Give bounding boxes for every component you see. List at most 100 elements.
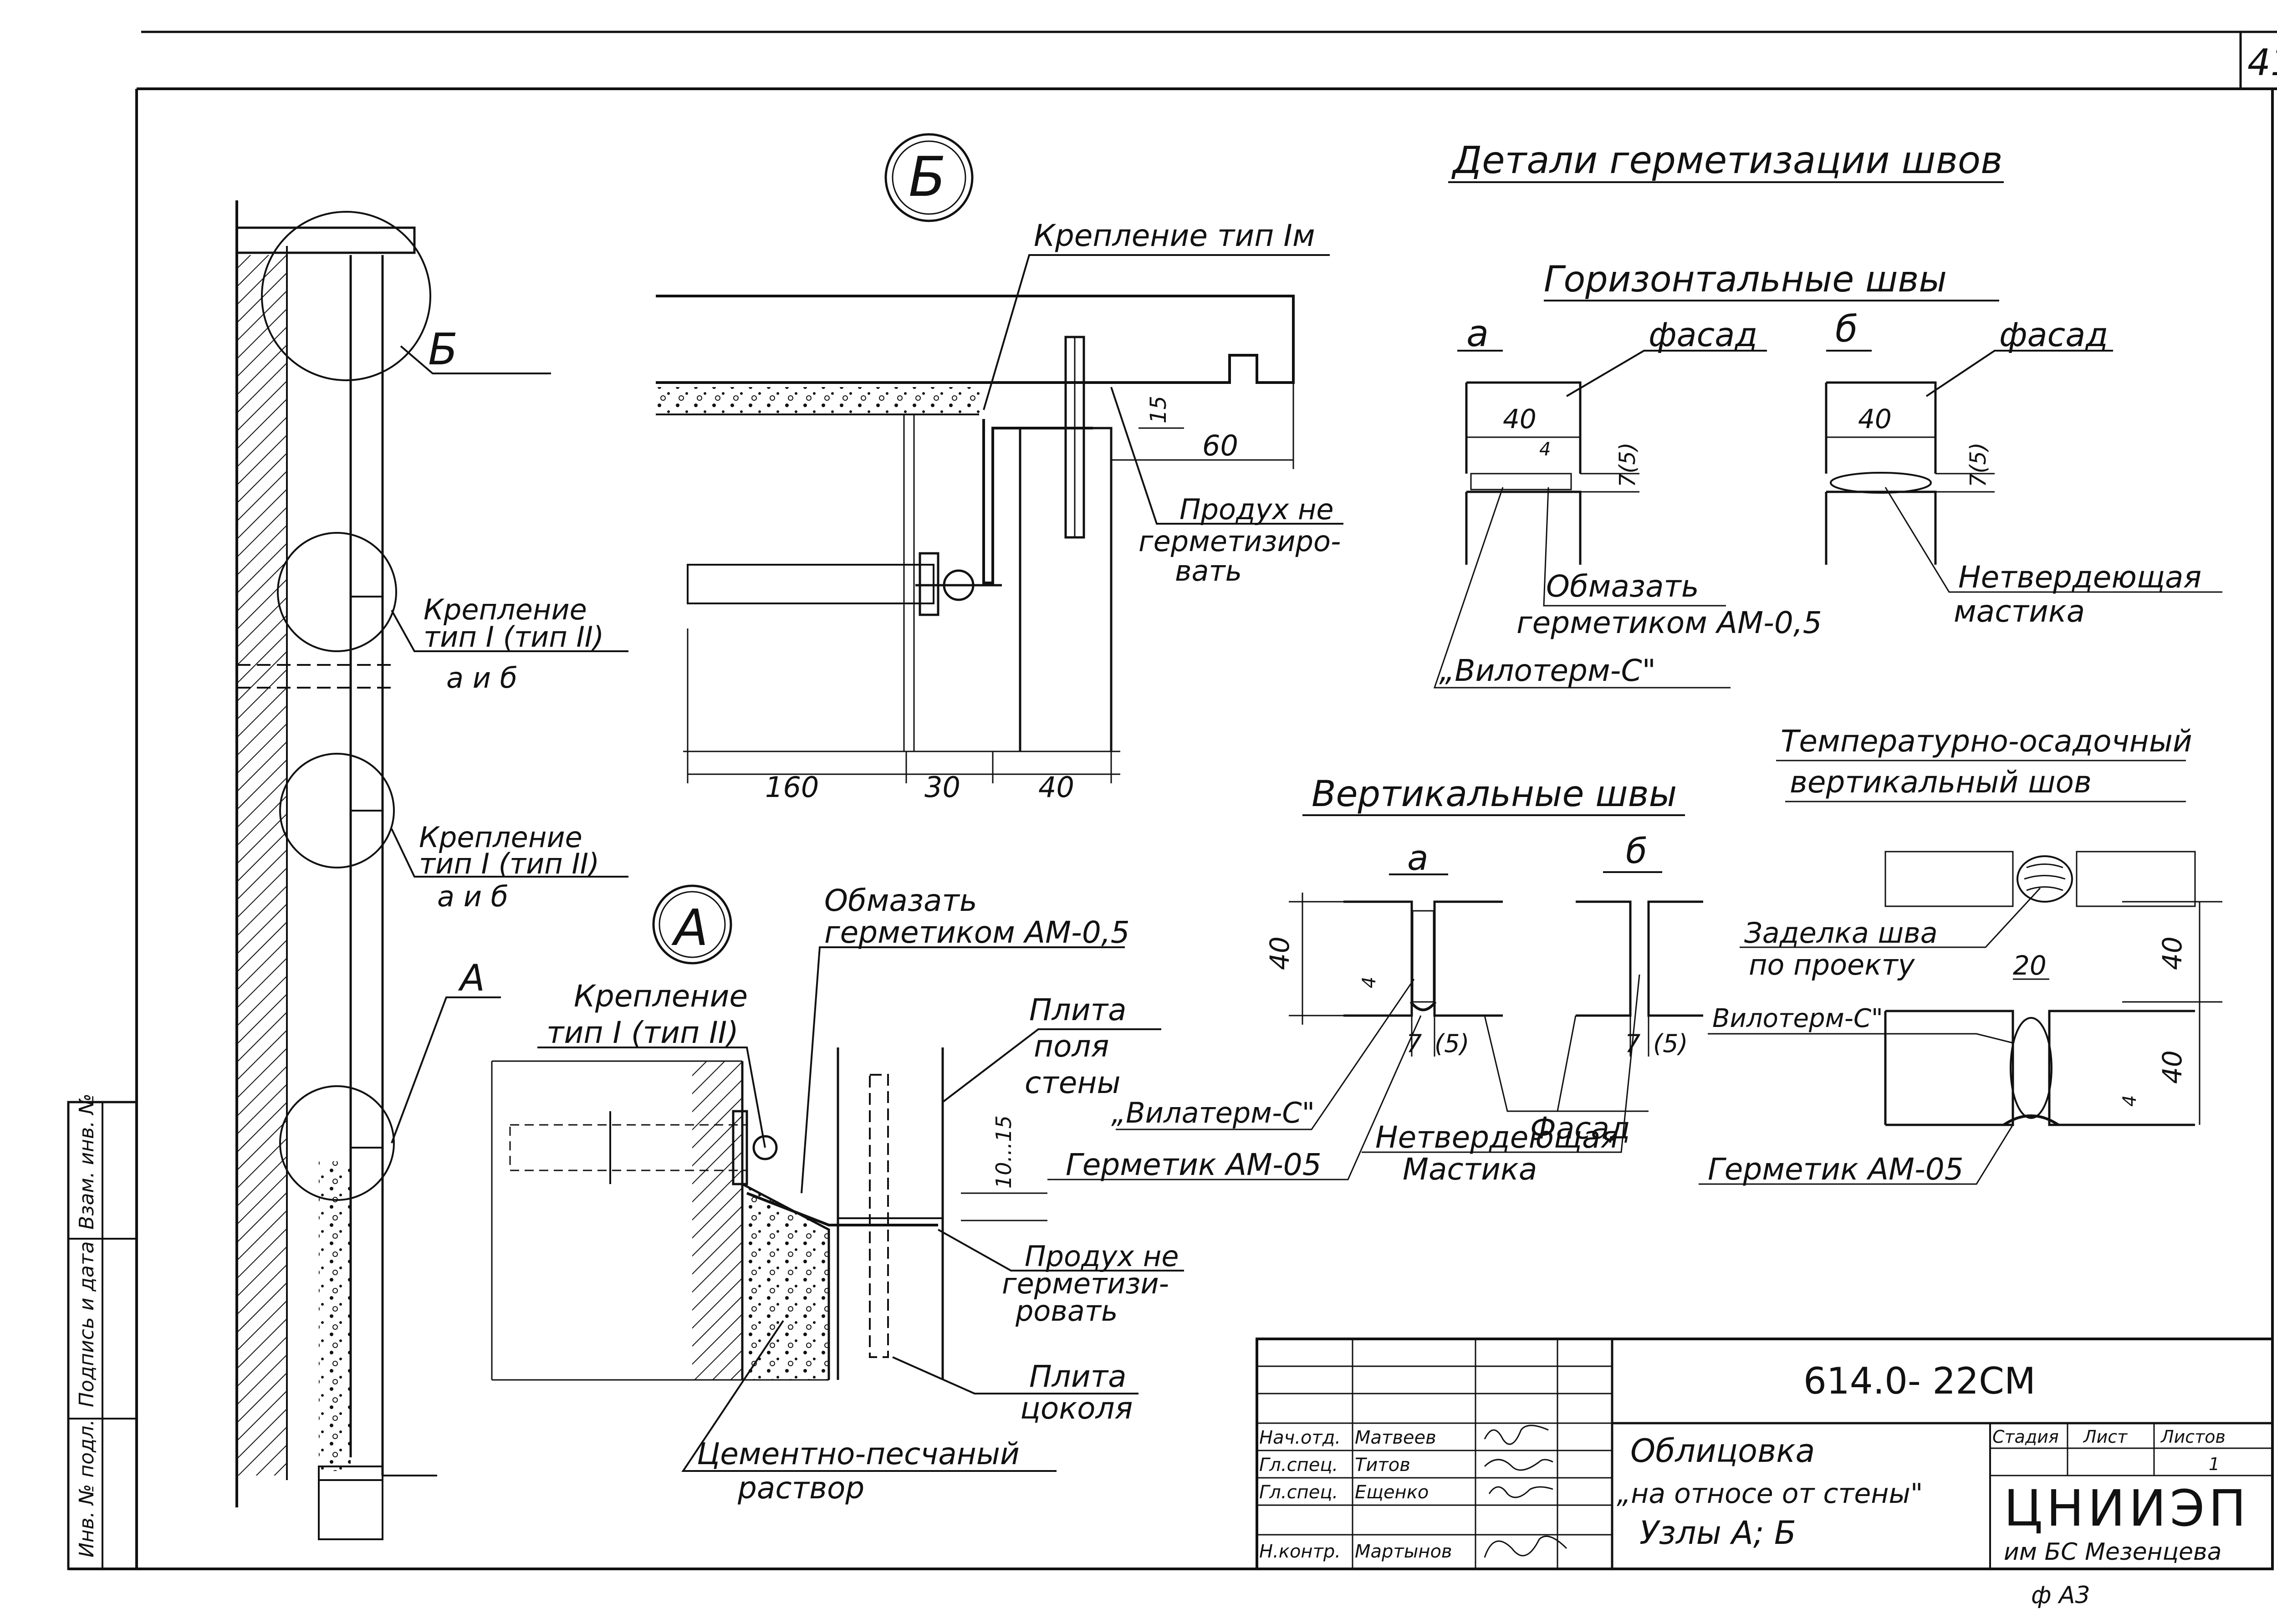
temp-dim-20: 20 [2013,950,2047,981]
stamp-inv-podl: Инв. № подл. [75,1419,98,1558]
node-b-detail: Б 160 30 40 60 15 [656,133,1343,804]
paper-format: ф А3 [2031,1582,2090,1609]
v-sealant: Герметик АМ-05 [1066,1147,1322,1182]
desc-3: Узлы А; Б [1639,1514,1796,1552]
node-b-dim-160: 160 [765,771,819,804]
side-stamp: Инв. № подл. Подпись и дата Взам. инв. № [67,1093,138,1570]
name-3: Ещенко [1355,1482,1429,1503]
h-coat-1: Обмазать [1546,569,1699,604]
org-name: ЦНИИЭП [2004,1479,2250,1537]
horizontal-var-b: б [1835,308,1858,350]
node-b-dim-60: 60 [1202,429,1238,462]
h-a-dim-40: 40 [1503,403,1537,434]
temp-joint: Температурно-осадочный вертикальный шов … [1699,724,2222,1187]
sheet-header: Лист [2083,1427,2128,1447]
role-3: Гл.спец. [1259,1482,1338,1503]
temp-vilaterm: Вилотерм-С" [1712,1004,1883,1033]
node-a-mount-1: Крепление [574,979,748,1014]
org-sub: им БС Мезенцева [2004,1538,2221,1566]
temp-title-1: Температурно-осадочный [1781,724,2192,759]
stage-header: Стадия [1992,1427,2059,1447]
node-a-plate-3: стены [1025,1065,1121,1100]
temp-dim-40b: 40 [2157,1050,2188,1084]
v-a-dim-5: (5) [1435,1029,1470,1058]
details-title: Детали герметизации швов [1451,139,2002,182]
node-a-mortar-1: Цементно-песчаный [697,1436,1020,1471]
h-mastic-1: Нетвердеющая [1958,560,2201,595]
node-a-coat-1: Обмазать [824,883,977,918]
h-coat-2: герметиком АМ-0,5 [1516,605,1822,640]
mount-label-1b: тип I (тип II) [424,620,604,654]
desc-1: Облицовка [1630,1432,1815,1470]
h-b-facade: фасад [1999,316,2108,354]
node-a-detail: А 10...15 Обмазать герметиком АМ-0,5 Кре… [491,883,1184,1506]
sheets-header: Листов [2160,1427,2226,1447]
node-a-vent-3: ровать [1015,1294,1118,1328]
v-b-dim-5: (5) [1653,1029,1688,1058]
role-4: Н.контр. [1259,1541,1341,1562]
page-number: 41 [2247,41,2277,84]
node-b-vent-1: Продух не [1179,493,1334,526]
role-1: Нач.отд. [1259,1427,1341,1448]
name-1: Матвеев [1355,1427,1436,1448]
callout-a: А [458,957,485,999]
h-a-dim-7: 7(5) [1615,442,1640,487]
node-b-label: Б [909,146,946,209]
temp-dim-4: 4 [2119,1095,2140,1107]
node-a-plate-2: поля [1034,1029,1109,1064]
temp-title-2: вертикальный шов [1790,765,2092,800]
v-dim-4: 4 [1359,977,1380,988]
mount-label-1c: а и б [446,661,517,695]
h-mastic-2: мастика [1954,594,2085,629]
stamp-vzam: Взам. инв. № [75,1093,98,1230]
sheets-value: 1 [2209,1454,2220,1474]
temp-sealant: Герметик АМ-05 [1708,1152,1964,1187]
node-b-dim-30: 30 [924,771,960,804]
temp-fill-1: Заделка шва [1744,916,1938,950]
v-mastic-1: Нетвердеющая [1375,1120,1618,1155]
temp-fill-2: по проекту [1749,948,1915,981]
node-b-vent-2: герметизиро- [1138,525,1341,558]
temp-dim-40a: 40 [2157,936,2188,970]
v-mastic-2: Мастика [1403,1152,1537,1187]
vertical-title: Вертикальные швы [1312,774,1677,815]
node-a-vent-2: герметизи- [1002,1267,1169,1300]
signature-1 [1484,1425,1549,1445]
signature-3 [1488,1486,1553,1498]
role-2: Гл.спец. [1259,1455,1338,1476]
horizontal-title: Горизонтальные швы [1544,259,1947,300]
mount-label-1a: Крепление [424,593,587,626]
mount-label-2b: тип I (тип II) [419,847,599,880]
v-dim-40: 40 [1264,936,1295,970]
horizontal-joints: Горизонтальные швы а б 40 4 7(5) фасад О… [1433,259,2222,689]
node-a-vent-1: Продух не [1025,1240,1179,1273]
node-a-label: А [671,899,708,957]
horizontal-var-a: а [1466,312,1489,355]
node-b-mount-label: Крепление тип Iм [1034,218,1315,253]
node-b-vent-3: вать [1175,554,1242,587]
name-2: Титов [1355,1455,1410,1476]
callout-b: Б [428,325,458,375]
h-a-facade: фасад [1649,316,1757,354]
vertical-var-b: б [1626,831,1647,871]
node-a-plinth-2: цоколя [1020,1391,1133,1426]
h-b-dim-7: 7(5) [1966,442,1991,487]
h-a-dim-4: 4 [1539,439,1551,460]
node-a-coat-2: герметиком АМ-0,5 [824,915,1130,950]
signature-2 [1484,1459,1553,1471]
title-block: 614.0- 22СМ Нач.отд. Матвеев Гл.спец. Ти… [1256,1338,2274,1609]
node-a-dim: 10...15 [991,1115,1016,1189]
desc-2: „на относе от стены" [1617,1478,1923,1510]
v-vilaterm: „Вилатерм-С" [1111,1096,1315,1129]
node-a-mortar-2: раствор [737,1471,864,1506]
v-facade: Фасад [1530,1111,1630,1146]
node-b-dim-15: 15 [1146,396,1171,424]
vertical-joints: Вертикальные швы а б 40 4 7 (5) 7 (5) „В… [1047,774,1703,1187]
h-vilaterm: „Вилотерм-С" [1439,653,1656,688]
vertical-var-a: а [1407,838,1429,878]
node-a-plate-1: Плита [1029,992,1127,1027]
name-4: Мартынов [1355,1541,1452,1562]
mount-label-2a: Крепление [419,821,582,854]
mount-label-2c: а и б [437,880,508,913]
